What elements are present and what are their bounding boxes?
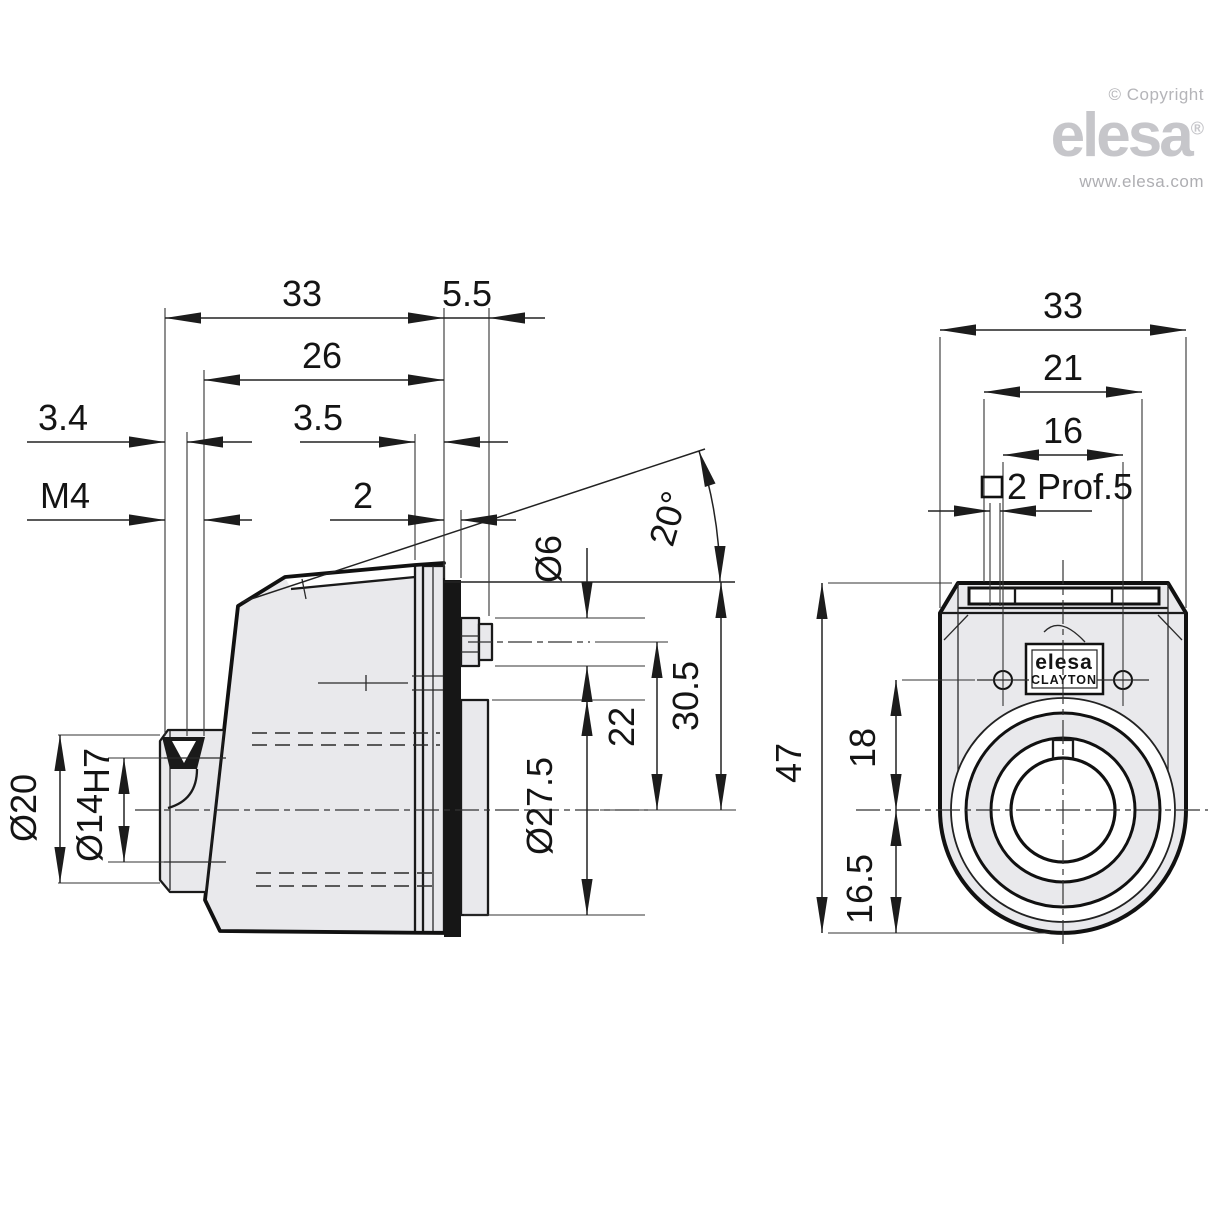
dim-knob-to-center: 22: [601, 707, 642, 747]
dim-screw-offset: 3.4: [38, 397, 88, 438]
elesa-logo: elesa®: [1050, 101, 1204, 170]
dim-bore-dia: Ø14H7: [69, 748, 117, 862]
dim-overall-width: 33: [1043, 285, 1083, 326]
copyright-text: © Copyright: [1108, 85, 1204, 104]
dim-overall-depth: 33: [282, 273, 322, 314]
side-flange: [444, 580, 461, 937]
dim-center-to-bottom: 16.5: [839, 854, 880, 924]
dim-screw-thread: M4: [40, 475, 90, 516]
side-top-facet: [285, 565, 415, 589]
side-view: 20°: [3, 273, 736, 937]
side-body-fill: [205, 563, 444, 933]
dim-hole-to-center: 18: [842, 728, 883, 768]
label-model: CLAYTON: [1031, 673, 1097, 687]
front-mounting-holes: [977, 462, 1149, 706]
dim-key-slot: 2 Prof.5: [1007, 466, 1133, 507]
front-label-plate: elesa CLAYTON: [1024, 624, 1105, 696]
side-body-outline: [203, 561, 446, 935]
side-rear-hub: [459, 698, 490, 917]
square-symbol: [980, 475, 1004, 499]
dim-window-offset: 3.5: [293, 397, 343, 438]
dim-hole-spacing: 16: [1043, 410, 1083, 451]
website-text: www.elesa.com: [1079, 172, 1204, 191]
dim-rear-boss: 5.5: [442, 273, 492, 314]
dim-window-width: 21: [1043, 347, 1083, 388]
registered-mark: ®: [1190, 118, 1204, 139]
dim-overall-height: 47: [768, 743, 809, 783]
front-window-slot: [967, 586, 1161, 606]
dim-shaft-dia: Ø6: [528, 535, 569, 583]
front-view: elesa CLAYTON: [768, 285, 1208, 945]
dim-plate-thickness: 2: [353, 475, 373, 516]
dim-hub-dia: Ø27.5: [519, 757, 560, 855]
side-shaft-stub: [459, 616, 590, 668]
dim-body-depth: 26: [302, 335, 342, 376]
dim-height-to-center: 30.5: [665, 661, 706, 731]
dim-face-angle: 20°: [641, 487, 695, 551]
dim-boss-dia: Ø20: [3, 774, 44, 842]
brand-block: © Copyright elesa® www.elesa.com: [984, 86, 1204, 190]
label-brand: elesa: [1035, 651, 1093, 674]
